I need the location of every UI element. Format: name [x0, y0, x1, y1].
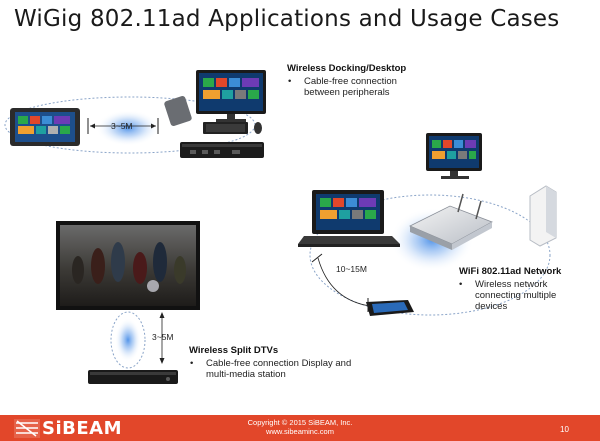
network-monitor-icon: [426, 133, 482, 179]
network-heading: WiFi 802.11ad Network: [459, 266, 562, 277]
sibeam-logo-icon: [14, 419, 40, 438]
network-scene: [298, 133, 557, 316]
router-icon: [409, 193, 493, 250]
website-link[interactable]: www.sibeaminc.com: [266, 427, 334, 436]
keyboard-icon: [203, 122, 248, 134]
dtv-distance-arrow: [159, 312, 165, 364]
mouse-icon: [254, 122, 262, 134]
split-dtv-scene: [56, 221, 200, 384]
laptop-icon: [298, 190, 400, 247]
dtv-distance-label: 3~5M: [152, 332, 174, 342]
sibeam-logo-text: SiBEAM: [42, 418, 122, 439]
dock-device-icon: [164, 96, 192, 126]
footer-bar: [0, 415, 600, 441]
network-distance-label: 10~15M: [336, 264, 367, 274]
docking-distance-arrow: [87, 118, 159, 134]
dtv-coverage-ellipse: [110, 311, 146, 369]
docking-distance-label: 3~5M: [111, 121, 133, 131]
bullet-dot: •: [288, 76, 292, 87]
bullet-dot: •: [190, 358, 194, 369]
illustrations: [4, 70, 557, 384]
footer-copyright: Copyright © 2015 SiBEAM, Inc. www.sibeam…: [0, 418, 600, 436]
docking-heading: Wireless Docking/Desktop: [287, 63, 407, 74]
docking-bullet-line-2: between peripherals: [304, 87, 390, 98]
media-station-icon: [88, 370, 178, 384]
network-coverage-ellipse: [309, 194, 551, 316]
bullet-dot: •: [459, 279, 463, 290]
tv-display-icon: [56, 221, 200, 310]
network-bullet-line-1: Wireless network: [475, 279, 548, 290]
network-bullet-line-3: devices: [475, 301, 508, 312]
docking-scene: [4, 70, 266, 158]
split-dtv-bullet-line-1: Cable-free connection Display and: [206, 358, 352, 369]
page-number: 10: [560, 425, 569, 434]
network-distance-arrow: [311, 253, 371, 312]
docking-bullet-line-1: Cable-free connection: [304, 76, 397, 87]
split-dtv-heading: Wireless Split DTVs: [189, 345, 279, 356]
slide-title: WiGig 802.11ad Applications and Usage Ca…: [14, 6, 560, 32]
dtv-signal-glow: [115, 318, 141, 362]
smartphone-icon: [366, 300, 414, 316]
signal-glow: [96, 110, 160, 146]
network-bullet-line-2: connecting multiple: [475, 290, 557, 301]
desktop-monitor-icon: [196, 70, 266, 122]
split-dtv-bullet-line-2: multi-media station: [206, 369, 286, 380]
docking-station-icon: [180, 142, 264, 158]
tablet-icon: [10, 108, 80, 146]
storage-tower-icon: [529, 185, 557, 247]
copyright-line: Copyright © 2015 SiBEAM, Inc.: [247, 418, 353, 427]
